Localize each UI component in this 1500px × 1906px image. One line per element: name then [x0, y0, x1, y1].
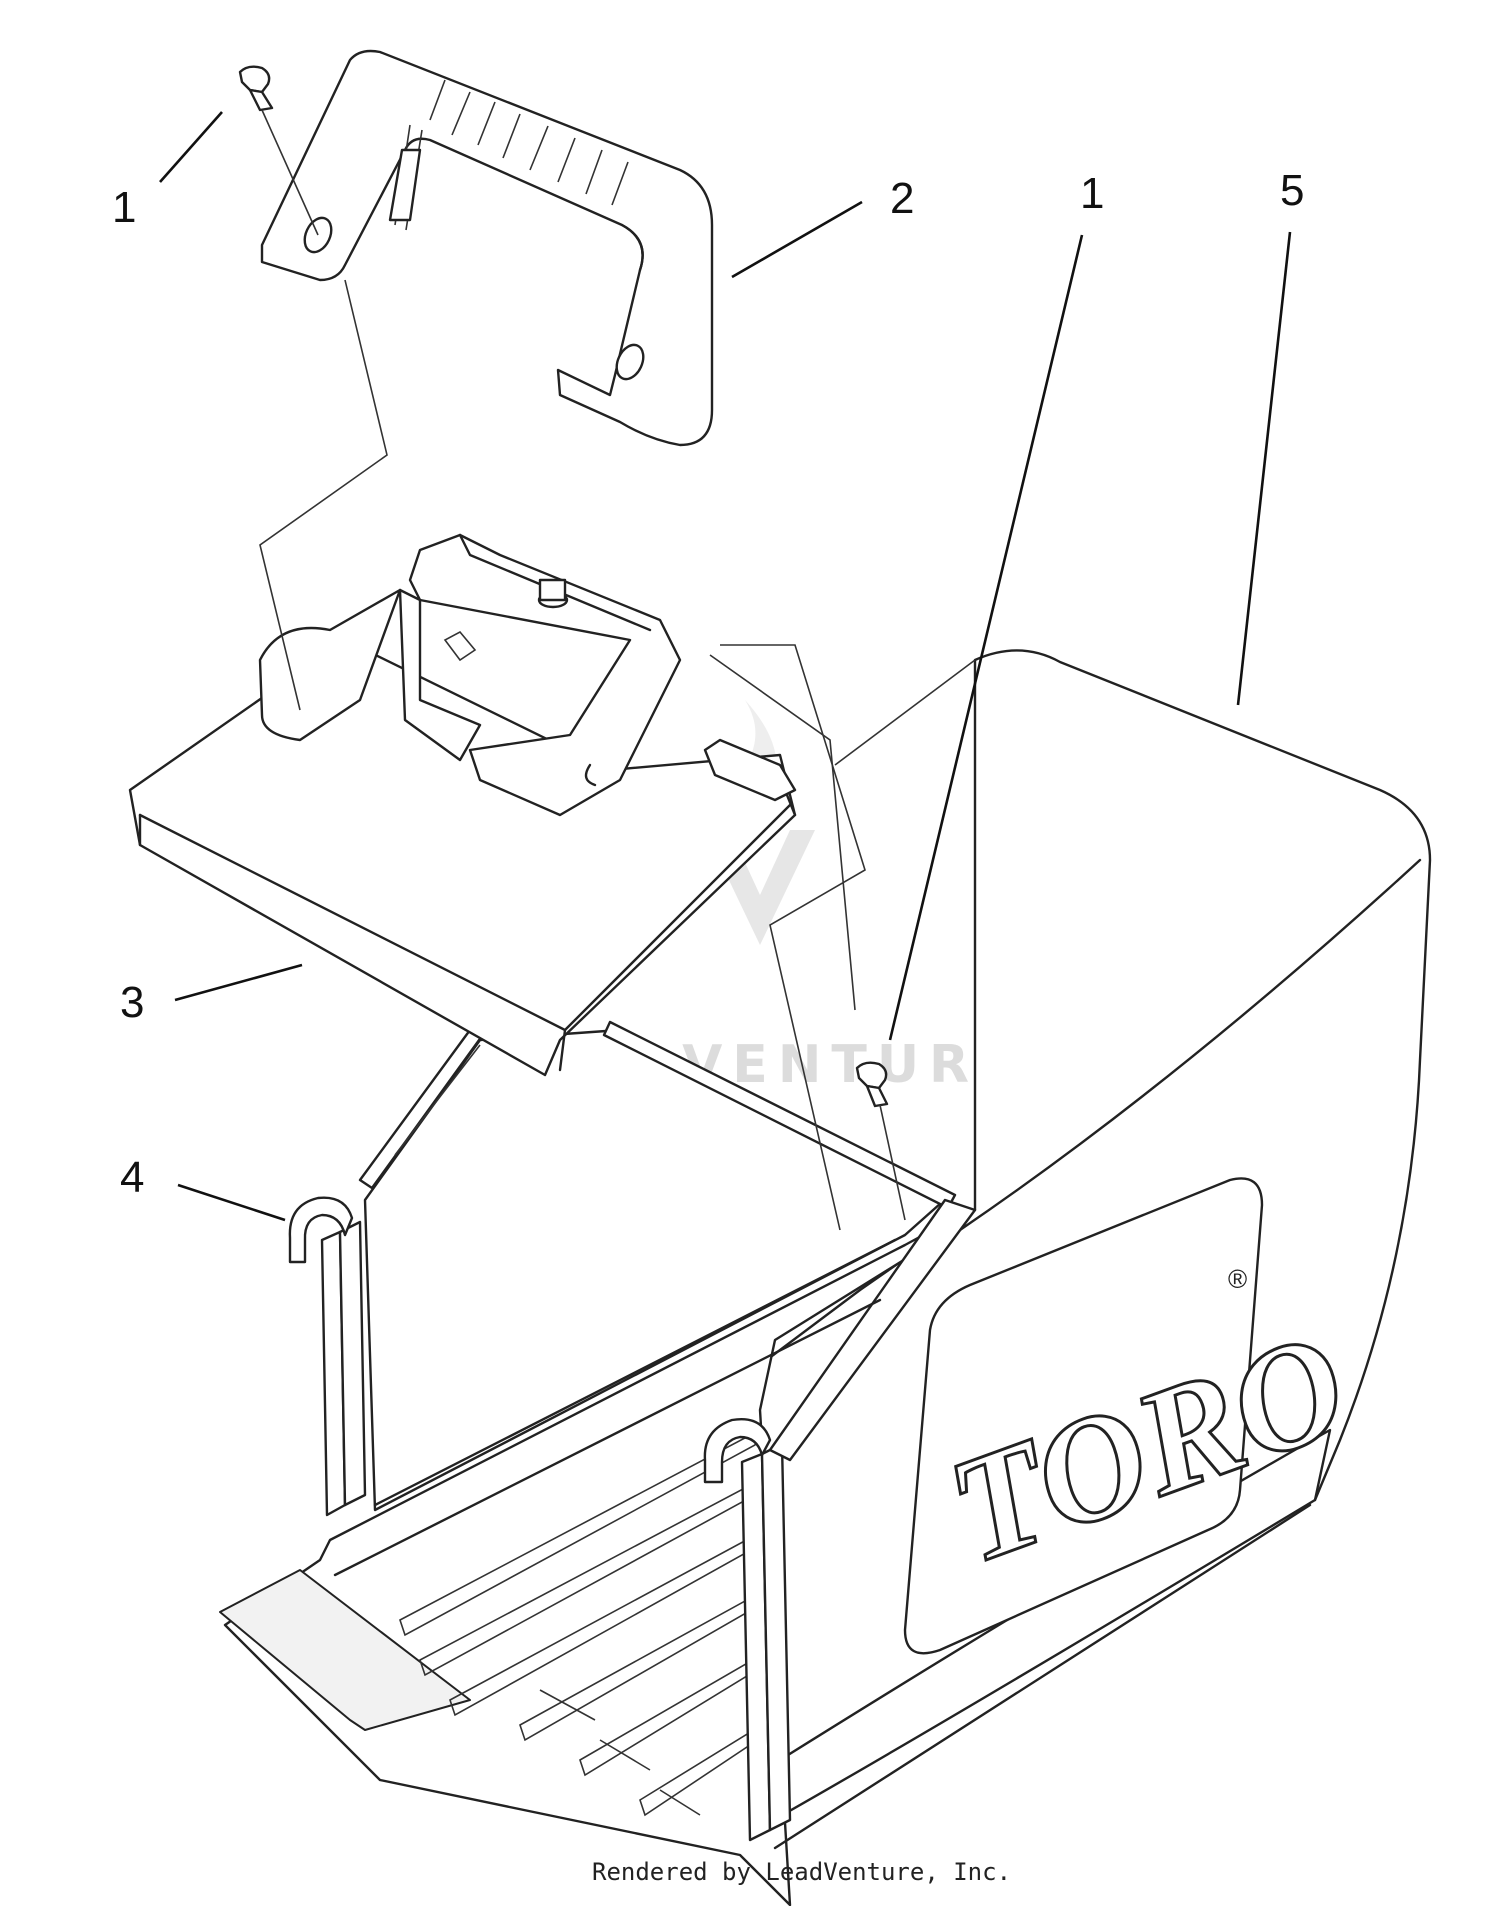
callout-2-handle: 2	[890, 174, 914, 223]
callout-4-frame: 4	[120, 1153, 144, 1202]
callout-1-screw: 1	[1080, 169, 1104, 218]
callout-3-cover: 3	[120, 978, 144, 1027]
bag-top-cover	[128, 533, 797, 1077]
assembly-lines	[259, 109, 976, 1231]
registered-mark: ®	[1228, 1264, 1247, 1294]
grass-bag-body: TORO ®	[723, 649, 1432, 1842]
callout-leaders	[159, 111, 1292, 1222]
callout-1-handle-screw: 1	[112, 183, 136, 232]
screw-top-left	[238, 65, 274, 112]
screw-right	[855, 1061, 889, 1108]
bag-frame	[219, 1020, 1312, 1906]
logo-panel	[903, 1177, 1264, 1655]
callout-5-bag: 5	[1280, 166, 1304, 215]
footer-credit: Rendered by LeadVenture, Inc.	[592, 1858, 1011, 1886]
handle	[260, 49, 714, 447]
